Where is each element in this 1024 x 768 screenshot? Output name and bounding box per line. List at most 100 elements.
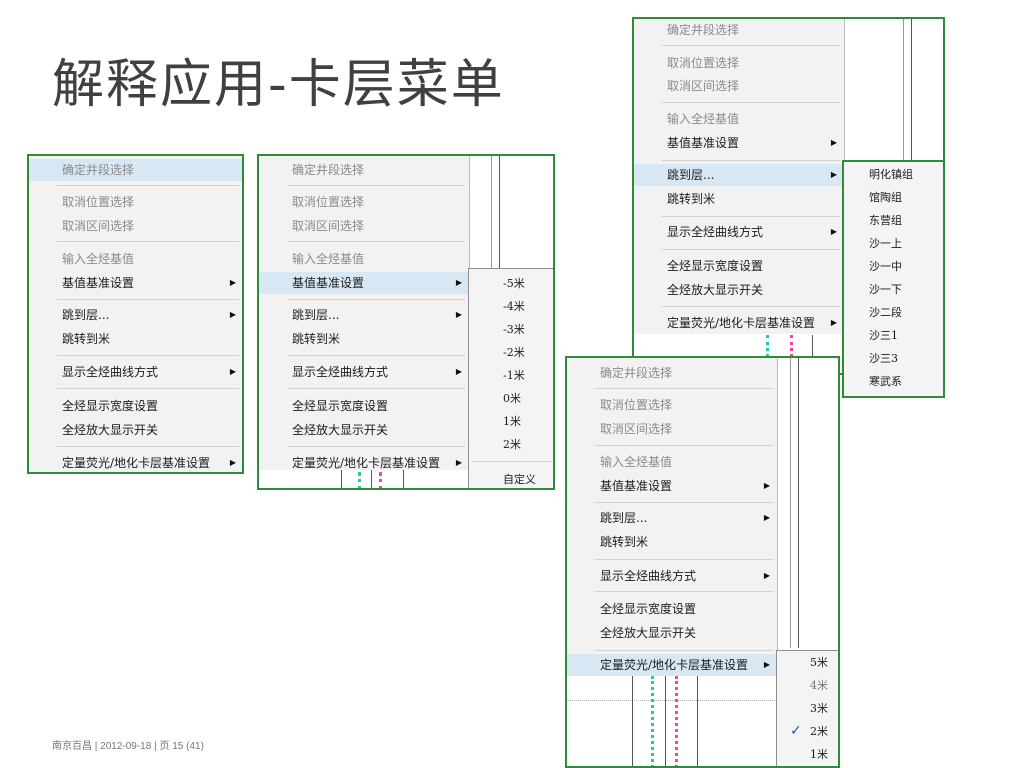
menu-separator [662,45,840,46]
submenu-item[interactable]: 东营组 [869,214,902,227]
submenu-item[interactable]: 寒武系 [869,375,902,388]
menu-item-cancel-position[interactable]: 取消位置选择 [292,195,365,209]
menu-item-curve-mode[interactable]: 显示全烃曲线方式▶ [29,361,242,383]
menu-item-base-setting[interactable]: 基值基准设置▶ [29,272,242,294]
submenu-arrow-icon: ▶ [830,318,837,327]
menu-item-cancel-interval[interactable]: 取消区间选择 [292,219,365,233]
submenu-arrow-icon: ▶ [763,571,770,580]
submenu-item[interactable]: 沙一上 [869,237,902,250]
menu-separator [57,355,239,356]
menu-item-label: 跳到层... [667,168,715,182]
menu-item-label: 定量荧光/地化卡层基准设置 [62,456,211,470]
menu-item-cancel-interval[interactable]: 取消区间选择 [62,219,135,233]
submenu-item[interactable]: -3米 [503,323,525,336]
menu-item-base-setting[interactable]: 基值基准设置▶ [567,475,777,497]
submenu-item[interactable]: 沙二段 [869,306,902,319]
submenu-item[interactable]: 5米 [810,656,828,669]
submenu-arrow-icon: ▶ [455,367,462,376]
menu-item-width-setting[interactable]: 全烃显示宽度设置 [62,399,159,413]
menu-item-input-base[interactable]: 输入全烃基值 [62,252,135,266]
menu-item-confirm-range[interactable]: 确定井段选择 [29,159,242,181]
menu-item-cancel-interval[interactable]: 取消区间选择 [600,422,673,436]
submenu-arrow-icon: ▶ [455,278,462,287]
submenu-arrow-icon: ▶ [229,278,236,287]
menu-item-cancel-position[interactable]: 取消位置选择 [667,56,740,70]
submenu-arrow-icon: ▶ [455,458,462,467]
menu-separator [595,388,773,389]
pink-curve [675,676,678,766]
submenu-item[interactable]: 沙一下 [869,283,902,296]
submenu-item[interactable]: 明化镇组 [869,168,913,181]
submenu-item[interactable]: 0米 [503,392,521,405]
submenu-item[interactable]: -1米 [503,369,525,382]
menu-item-cancel-position[interactable]: 取消位置选择 [62,195,135,209]
menu-item-jump-meter[interactable]: 跳转到米 [62,332,111,346]
track-line [812,335,813,357]
screenshot-context-menu: 确定井段选择 取消位置选择 取消区间选择 输入全烃基值 基值基准设置▶ 跳到层.… [27,154,244,474]
menu-item-jump-layer[interactable]: 跳到层...▶ [29,304,242,326]
cyan-curve [766,335,769,357]
menu-separator [57,241,239,242]
menu-item-width-setting[interactable]: 全烃显示宽度设置 [292,399,389,413]
menu-item-width-setting[interactable]: 全烃显示宽度设置 [600,602,697,616]
menu-item-quant-setting[interactable]: 定量荧光/地化卡层基准设置▶ [29,452,242,472]
menu-item-width-setting[interactable]: 全烃显示宽度设置 [667,259,764,273]
layer-submenu: 明化镇组 馆陶组 东营组 沙一上 沙一中 沙一下 沙二段 沙三1 沙三3 寒武系 [842,160,945,398]
context-menu: 确定井段选择 取消位置选择 取消区间选择 输入全烃基值 基值基准设置▶ 跳到层.… [29,156,242,472]
menu-item-cancel-interval[interactable]: 取消区间选择 [667,79,740,93]
submenu-item[interactable]: 1米 [810,748,828,761]
menu-item-zoom-toggle[interactable]: 全烃放大显示开关 [62,423,159,437]
menu-item-label: 基值基准设置 [667,136,740,150]
track-line [632,676,633,766]
submenu-item-checked[interactable]: ✓2米 [777,720,838,743]
menu-item-confirm-range[interactable]: 确定井段选择 [667,23,740,37]
menu-item-input-base[interactable]: 输入全烃基值 [292,252,365,266]
menu-separator [595,559,773,560]
menu-item-quant-setting[interactable]: 定量荧光/地化卡层基准设置▶ [634,312,844,334]
menu-item-label: 显示全烃曲线方式 [62,365,159,379]
menu-separator [57,299,239,300]
menu-item-quant-setting[interactable]: 定量荧光/地化卡层基准设置▶ [259,452,469,474]
menu-item-confirm-range[interactable]: 确定井段选择 [292,163,365,177]
submenu-item[interactable]: 沙一中 [869,260,902,273]
track-line [665,676,666,766]
menu-separator [473,461,551,462]
submenu-item[interactable]: 馆陶组 [869,191,902,204]
submenu-item-custom[interactable]: 自定义 [503,473,536,486]
menu-item-base-setting[interactable]: 基值基准设置▶ [634,132,844,154]
submenu-arrow-icon: ▶ [830,227,837,236]
submenu-item[interactable]: 1米 [503,415,521,428]
menu-separator [57,446,239,447]
menu-item-base-setting[interactable]: 基值基准设置▶ [259,272,469,294]
menu-item-jump-meter[interactable]: 跳转到米 [292,332,341,346]
submenu-item[interactable]: 沙三1 [869,329,898,342]
submenu-item[interactable]: 3米 [810,702,828,715]
menu-item-jump-meter[interactable]: 跳转到米 [667,192,716,206]
menu-item-zoom-toggle[interactable]: 全烃放大显示开关 [600,626,697,640]
menu-item-jump-meter[interactable]: 跳转到米 [600,535,649,549]
menu-item-input-base[interactable]: 输入全烃基值 [667,112,740,126]
menu-item-quant-setting[interactable]: 定量荧光/地化卡层基准设置▶ [567,654,777,676]
submenu-item[interactable]: 2米 [503,438,521,451]
menu-item-input-base[interactable]: 输入全烃基值 [600,455,673,469]
menu-item-cancel-position[interactable]: 取消位置选择 [600,398,673,412]
checkmark-icon: ✓ [790,723,802,739]
menu-item-confirm-range[interactable]: 确定井段选择 [600,366,673,380]
menu-item-zoom-toggle[interactable]: 全烃放大显示开关 [292,423,389,437]
menu-item-curve-mode[interactable]: 显示全烃曲线方式▶ [634,221,844,243]
submenu-item[interactable]: -4米 [503,300,525,313]
menu-item-zoom-toggle[interactable]: 全烃放大显示开关 [667,283,764,297]
menu-item-jump-layer[interactable]: 跳到层...▶ [634,164,844,186]
menu-item-curve-mode[interactable]: 显示全烃曲线方式▶ [567,565,777,587]
submenu-item[interactable]: -5米 [503,277,525,290]
pink-curve [790,335,793,357]
menu-item-curve-mode[interactable]: 显示全烃曲线方式▶ [259,361,469,383]
menu-separator [287,185,465,186]
menu-separator [595,650,773,651]
menu-item-label: 定量荧光/地化卡层基准设置 [600,658,749,672]
submenu-item[interactable]: 沙三3 [869,352,898,365]
submenu-item[interactable]: -2米 [503,346,525,359]
menu-item-jump-layer[interactable]: 跳到层...▶ [259,304,469,326]
menu-item-jump-layer[interactable]: 跳到层...▶ [567,507,777,529]
submenu-item[interactable]: 4米 [810,679,828,692]
